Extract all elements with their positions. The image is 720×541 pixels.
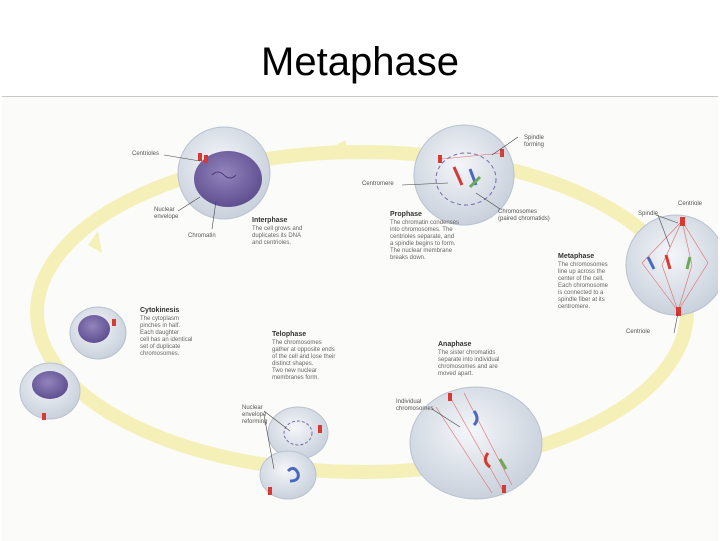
metaphase-text: The chromosomes line up across the cente… <box>558 262 608 311</box>
telophase-heading: Telophase <box>272 331 306 338</box>
prophase-text: The chromatin condenses into chromosomes… <box>390 220 459 262</box>
cycle-arrow <box>37 152 687 472</box>
label-centrioles: Centrioles <box>132 151 159 158</box>
cell-cycle-diagram <box>2 97 718 541</box>
label-nuclear-envelope: Nuclear envelope <box>154 207 178 221</box>
label-centriole-bottom: Centriole <box>626 329 650 336</box>
anaphase-heading: Anaphase <box>438 341 471 348</box>
anaphase-text: The sister chromatids separate into indi… <box>438 350 499 378</box>
metaphase-heading: Metaphase <box>558 253 594 260</box>
label-individual-chromosomes: Individual chromosomes <box>396 399 434 413</box>
telophase-text: The chromosomes gather at opposite ends … <box>272 340 335 382</box>
interphase-heading: Interphase <box>252 217 287 224</box>
label-spindle-forming: Spindle forming <box>524 135 544 149</box>
interphase-cell <box>178 127 270 219</box>
label-centriole-top: Centriole <box>678 201 702 208</box>
label-chromosomes: Chromosomes (paired chromatids) <box>498 209 550 223</box>
label-centromere: Centromere <box>362 181 394 188</box>
metaphase-cell <box>626 215 718 316</box>
cytokinesis-text: The cytoplasm pinches in half. Each daug… <box>140 316 192 358</box>
cycle-arrowhead-left <box>88 231 102 253</box>
cytokinesis-heading: Cytokinesis <box>140 307 179 314</box>
label-spindle: Spindle <box>638 211 658 218</box>
label-chromatin: Chromatin <box>188 233 216 240</box>
prophase-heading: Prophase <box>390 211 422 218</box>
slide-title: Metaphase <box>0 40 720 85</box>
interphase-text: The cell grows and duplicates its DNA an… <box>252 226 302 247</box>
cell-cycle-figure: Centrioles Nuclear envelope Chromatin In… <box>2 96 718 541</box>
telophase-cells <box>260 407 328 499</box>
label-nuclear-envelope-reforming: Nuclear envelope reforming <box>242 405 267 426</box>
